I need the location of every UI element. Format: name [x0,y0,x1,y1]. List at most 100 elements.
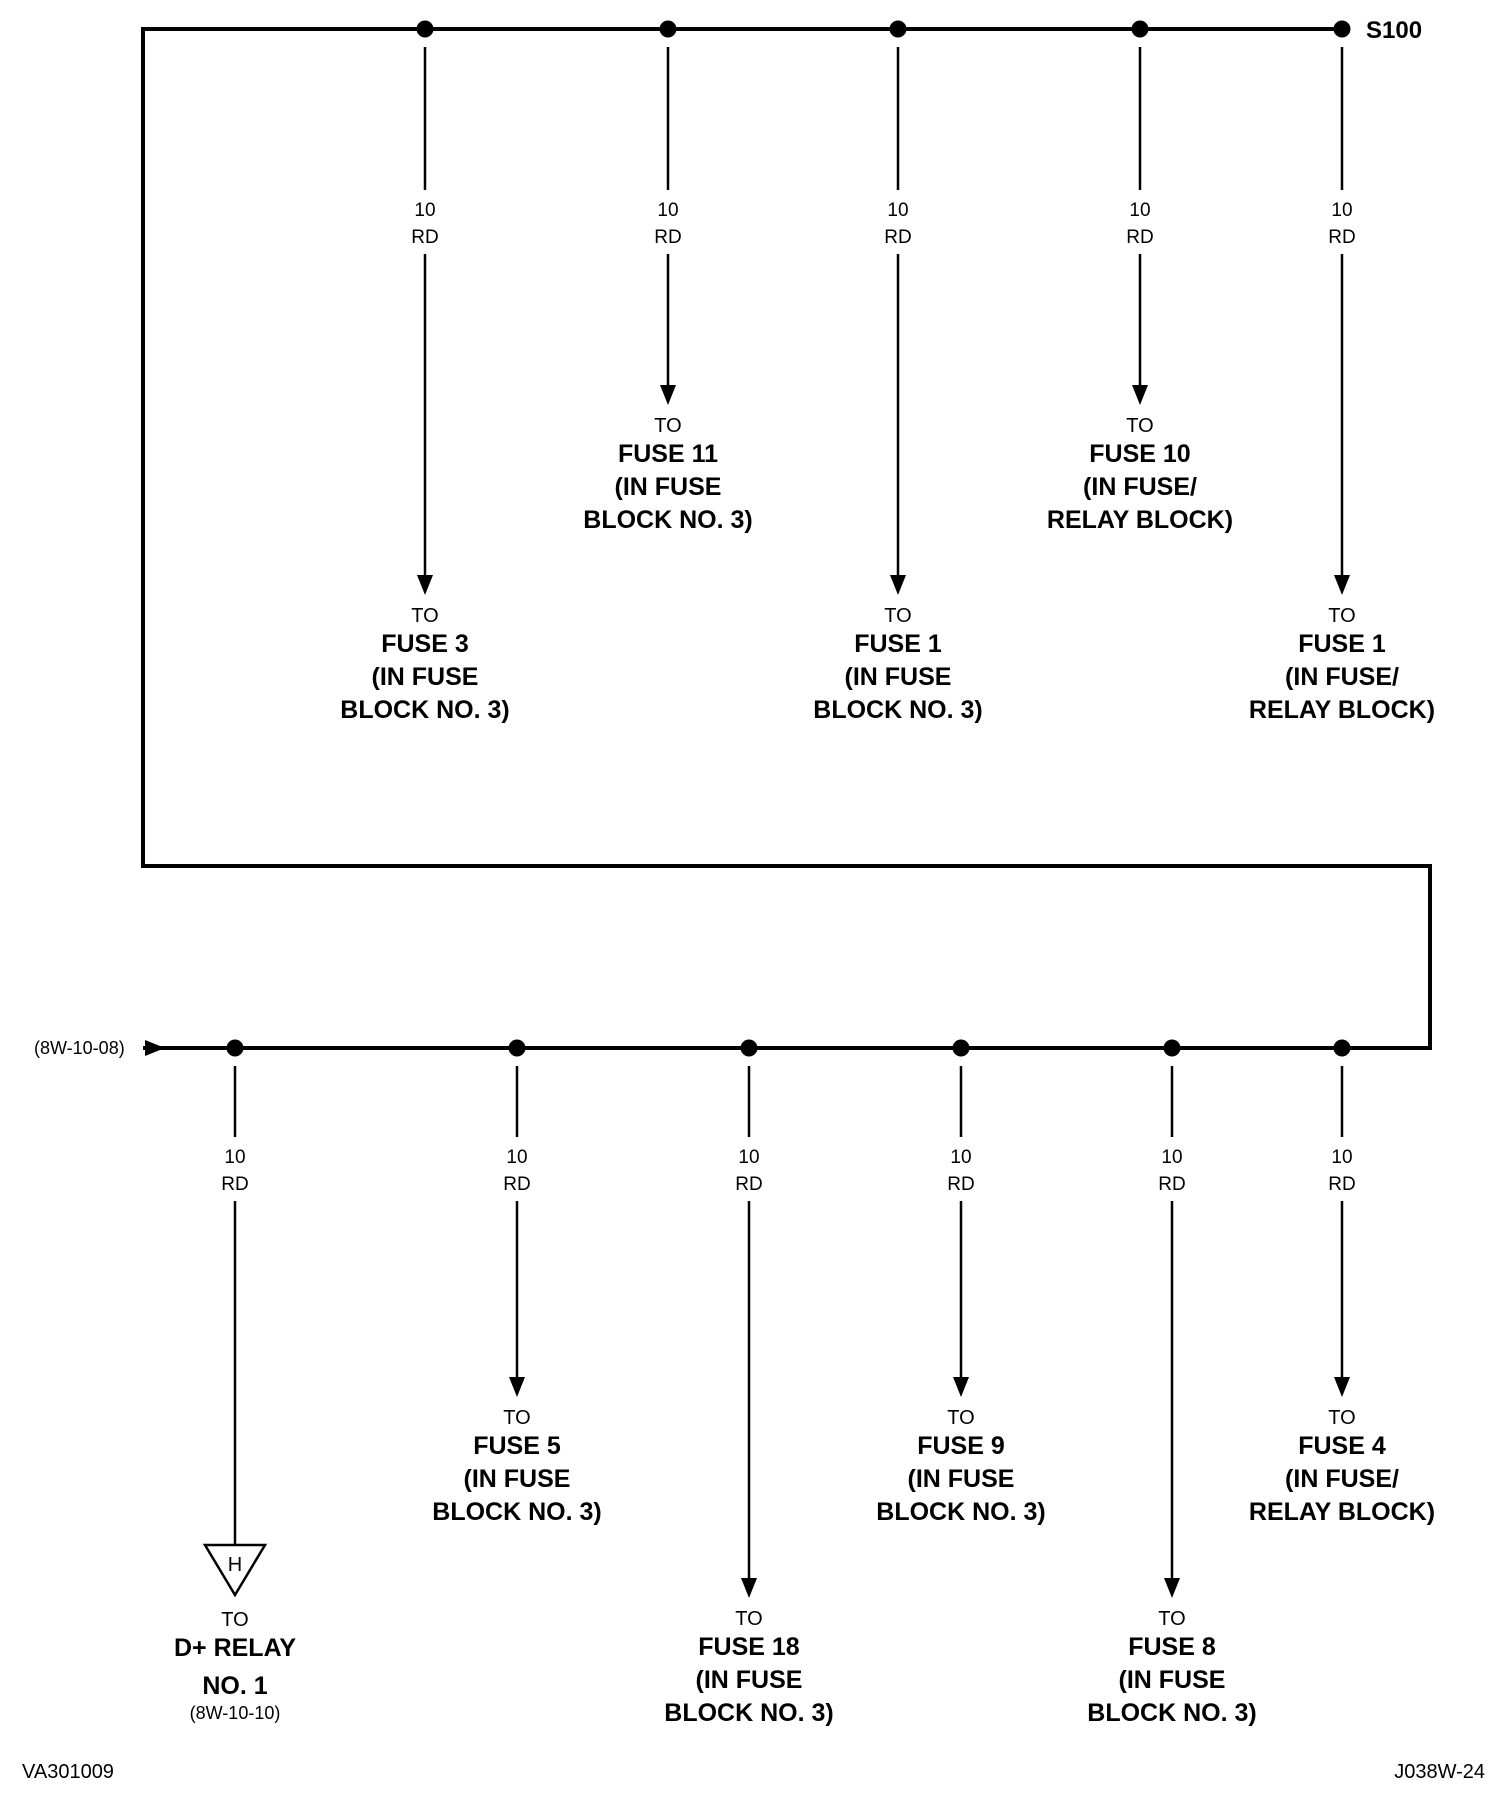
destination-to: TO [411,605,438,627]
wire-color-label: RD [947,1174,974,1195]
splice-dot [1131,20,1149,38]
arrow-head-icon [1334,575,1350,595]
splice-dot [416,20,434,38]
destination-to: TO [947,1407,974,1429]
destination-name: FUSE 11 [618,440,718,468]
destination-name: FUSE 18 [698,1633,800,1661]
arrow-head-icon [417,575,433,595]
source-arrow-icon [145,1040,165,1056]
destination-line: (IN FUSE [372,663,479,691]
destination-name: FUSE 9 [917,1432,1005,1460]
destination-to: TO [1328,1407,1355,1429]
wire-color-label: RD [1328,1174,1355,1195]
destination-line: (IN FUSE/ [1285,1465,1399,1493]
splice-dot [508,1039,526,1057]
destination-line: BLOCK NO. 3) [664,1699,833,1727]
source-reference: (8W-10-08) [34,1038,125,1058]
destination-name: FUSE 8 [1128,1633,1216,1661]
destination-line: (IN FUSE [464,1465,571,1493]
wire-gauge-label: 10 [657,200,678,221]
destination-to: TO [884,605,911,627]
wire-gauge-label: 10 [1331,200,1352,221]
splice-dot [952,1039,970,1057]
destination-line: (IN FUSE/ [1285,663,1399,691]
figure-id-left: VA301009 [22,1761,114,1783]
destination-to: TO [221,1609,248,1631]
arrow-head-icon [1164,1578,1180,1598]
destination-line: BLOCK NO. 3) [876,1498,1045,1526]
wire-gauge-label: 10 [950,1147,971,1168]
destination-name: D+ RELAY [174,1634,296,1662]
arrow-head-icon [509,1377,525,1397]
wire-color-label: RD [1328,227,1355,248]
destination-line: BLOCK NO. 3) [1087,1699,1256,1727]
wire-color-label: RD [884,227,911,248]
destination-to: TO [654,415,681,437]
destination-line: RELAY BLOCK) [1249,1498,1435,1526]
wire-color-label: RD [221,1174,248,1195]
arrow-head-icon [1132,385,1148,405]
destination-line: (IN FUSE [696,1666,803,1694]
destination-line: BLOCK NO. 3) [432,1498,601,1526]
destination-to: TO [1126,415,1153,437]
destination-to: TO [735,1608,762,1630]
connector-triangle-icon [202,1543,268,1598]
main-bus-wire [141,27,1432,1050]
destination-line: (IN FUSE [1119,1666,1226,1694]
destination-line: RELAY BLOCK) [1249,696,1435,724]
wire-gauge-label: 10 [1161,1147,1182,1168]
splice-dot [1333,20,1351,38]
splice-label: S100 [1366,17,1422,44]
wire-color-label: RD [1126,227,1153,248]
destination-name: FUSE 3 [381,630,469,658]
wire-color-label: RD [735,1174,762,1195]
destination-to: TO [1328,605,1355,627]
connector-letter: H [228,1554,242,1576]
destination-name: FUSE 10 [1089,440,1190,468]
splice-dot [226,1039,244,1057]
splice-dot [1163,1039,1181,1057]
wire-gauge-label: 10 [738,1147,759,1168]
wire-color-label: RD [411,227,438,248]
destination-line: BLOCK NO. 3) [583,506,752,534]
destination-line: (IN FUSE/ [1083,473,1197,501]
wire-color-label: RD [654,227,681,248]
destination-to: TO [503,1407,530,1429]
arrow-head-icon [741,1578,757,1598]
wire-gauge-label: 10 [1129,200,1150,221]
arrow-head-icon [1334,1377,1350,1397]
wire-gauge-label: 10 [1331,1147,1352,1168]
destination-line: BLOCK NO. 3) [813,696,982,724]
arrow-head-icon [660,385,676,405]
destination-reference: (8W-10-10) [190,1703,281,1723]
wire-gauge-label: 10 [887,200,908,221]
destination-line: (IN FUSE [615,473,722,501]
splice-dot [1333,1039,1351,1057]
wire-gauge-label: 10 [224,1147,245,1168]
destination-to: TO [1158,1608,1185,1630]
wire-color-label: RD [1158,1174,1185,1195]
destination-name: FUSE 1 [1298,630,1386,658]
splice-dot [659,20,677,38]
destination-line: RELAY BLOCK) [1047,506,1233,534]
splice-dot [740,1039,758,1057]
wire-gauge-label: 10 [506,1147,527,1168]
figure-id-right: J038W-24 [1394,1761,1485,1783]
destination-line: (IN FUSE [908,1465,1015,1493]
wire-color-label: RD [503,1174,530,1195]
destination-name: FUSE 4 [1298,1432,1386,1460]
destination-line: (IN FUSE [845,663,952,691]
wire-gauge-label: 10 [414,200,435,221]
